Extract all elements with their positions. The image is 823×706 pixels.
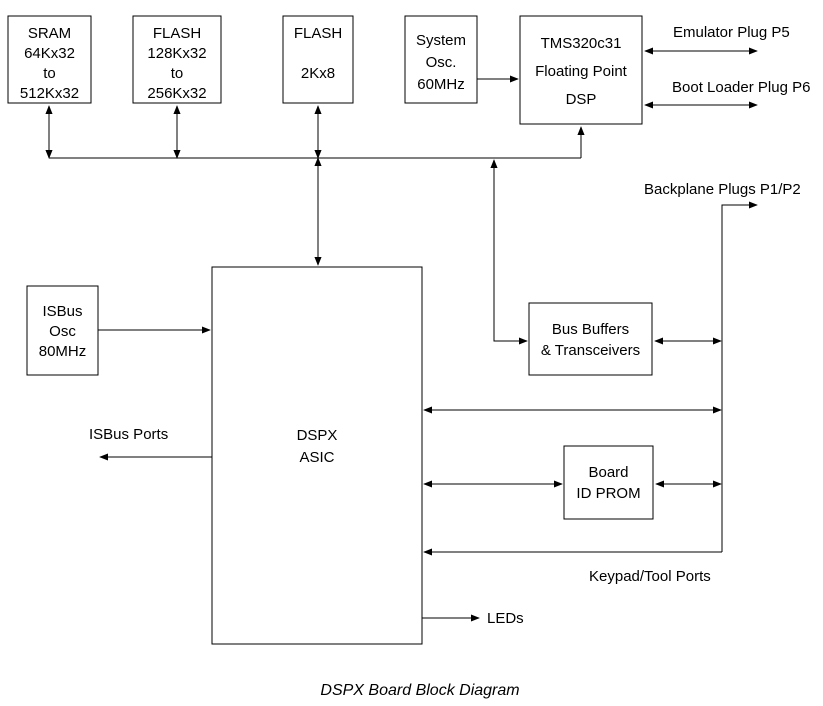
emulator-plug-label: Emulator Plug P5 (673, 24, 790, 41)
dsp-label-3: DSP (566, 91, 597, 108)
isbus-osc-label-2: Osc (49, 323, 76, 340)
bus-buffers-block: Bus Buffers & Transceivers (528, 302, 653, 376)
sram-block: SRAM 64Kx32 to 512Kx32 (7, 15, 92, 104)
board-id-prom-label-2: ID PROM (576, 485, 640, 502)
isbus-ports-label: ISBus Ports (89, 426, 168, 443)
leds-label: LEDs (487, 610, 524, 627)
bus-buffers-label-1: Bus Buffers (552, 321, 629, 338)
isbus-osc-label-1: ISBus (42, 303, 82, 320)
system-osc-label-2: Osc. (426, 54, 457, 71)
asic-label-2: ASIC (299, 449, 334, 466)
isbus-osc-block: ISBus Osc 80MHz (26, 285, 99, 376)
dsp-label-2: Floating Point (535, 63, 628, 80)
keypad-tool-ports-label: Keypad/Tool Ports (589, 568, 711, 585)
flash-small-label-2: 2Kx8 (301, 65, 335, 82)
flash-large-label-3: to (171, 65, 184, 82)
flash-large-block: FLASH 128Kx32 to 256Kx32 (132, 15, 222, 104)
board-id-prom-label-1: Board (588, 464, 628, 481)
backplane-plugs-label: Backplane Plugs P1/P2 (644, 181, 801, 198)
backplane-line-arrow (721, 201, 758, 552)
dsp-label-1: TMS320c31 (541, 35, 622, 52)
isbus-osc-label-3: 80MHz (39, 343, 87, 360)
sram-label-3: to (43, 65, 56, 82)
bus-buffers-link-arrow (490, 159, 528, 345)
system-osc-label-3: 60MHz (417, 76, 465, 93)
system-osc-label-1: System (416, 32, 466, 49)
bus-buffers-label-2: & Transceivers (541, 342, 640, 359)
bootloader-plug-label: Boot Loader Plug P6 (672, 79, 810, 96)
dsp-block: TMS320c31 Floating Point DSP (519, 15, 643, 125)
diagram-caption: DSPX Board Block Diagram (320, 682, 519, 699)
flash-small-label-1: FLASH (294, 25, 342, 42)
asic-block: DSPX ASIC (211, 266, 423, 645)
sram-label-2: 64Kx32 (24, 45, 75, 62)
flash-large-label-2: 128Kx32 (147, 45, 206, 62)
flash-large-label-1: FLASH (153, 25, 201, 42)
board-id-prom-block: Board ID PROM (563, 445, 654, 520)
sram-label-4: 512Kx32 (20, 85, 79, 102)
system-osc-block: System Osc. 60MHz (404, 15, 478, 104)
flash-small-block: FLASH 2Kx8 (282, 15, 354, 104)
flash-large-label-4: 256Kx32 (147, 85, 206, 102)
sram-label-1: SRAM (28, 25, 71, 42)
asic-label-1: DSPX (297, 427, 338, 444)
